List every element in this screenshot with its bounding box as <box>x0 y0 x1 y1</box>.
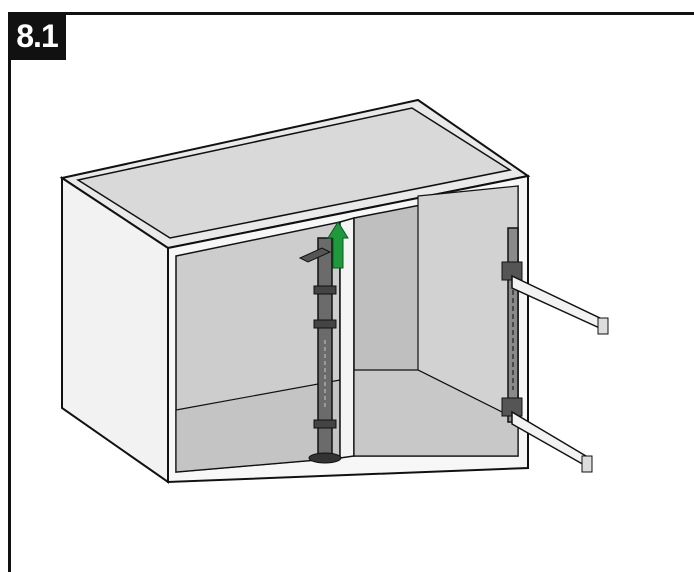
diagram-frame <box>8 12 694 572</box>
step-number-label: 8.1 <box>8 12 66 60</box>
cabinet-top-inner <box>76 107 512 239</box>
lower-swing-arm <box>511 410 593 473</box>
up-arrow-icon <box>327 221 349 269</box>
vertical-pole-mechanism <box>298 237 342 464</box>
right-compartment-floor <box>353 369 519 457</box>
upper-swing-arm <box>511 274 609 335</box>
